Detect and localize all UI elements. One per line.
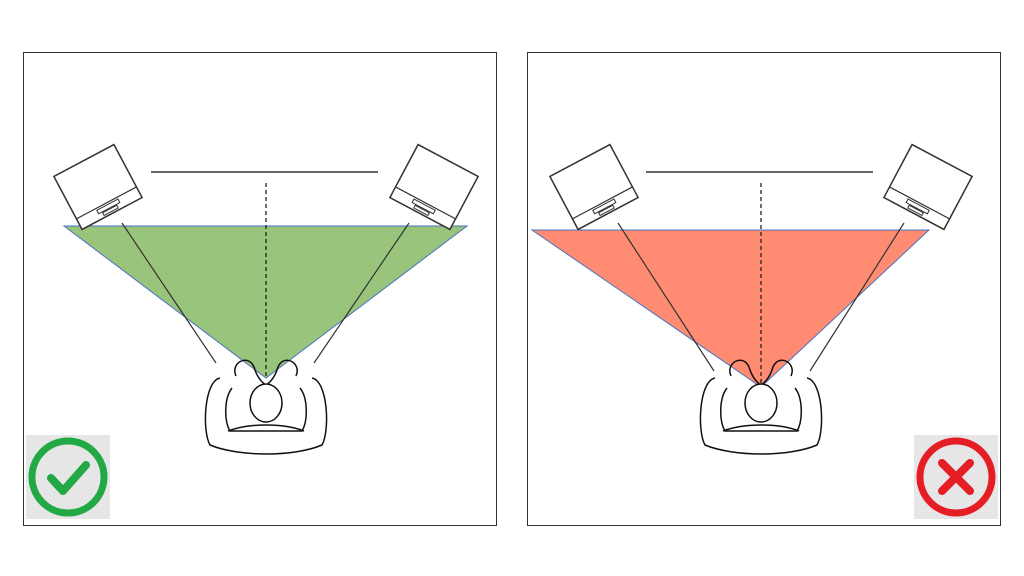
cross-icon bbox=[916, 437, 996, 517]
listener bbox=[204, 359, 328, 455]
right-speaker bbox=[882, 143, 974, 231]
left-speaker bbox=[548, 143, 640, 231]
correct-setup-panel bbox=[23, 52, 497, 526]
left-speaker bbox=[52, 143, 144, 231]
listening-triangle bbox=[530, 229, 931, 388]
listening-diagram bbox=[52, 143, 480, 455]
right-speaker bbox=[388, 143, 480, 231]
right-speaker-aim-line bbox=[313, 222, 410, 364]
wrong-badge bbox=[914, 435, 998, 519]
left-speaker-aim-line bbox=[121, 222, 217, 364]
right-speaker-aim-line bbox=[809, 222, 905, 372]
left-speaker-aim-line bbox=[617, 222, 715, 372]
wrong-setup-panel bbox=[527, 52, 1001, 526]
listening-diagram bbox=[530, 143, 974, 455]
listener bbox=[699, 359, 823, 455]
correct-badge bbox=[26, 435, 110, 519]
checkmark-icon bbox=[28, 437, 108, 517]
